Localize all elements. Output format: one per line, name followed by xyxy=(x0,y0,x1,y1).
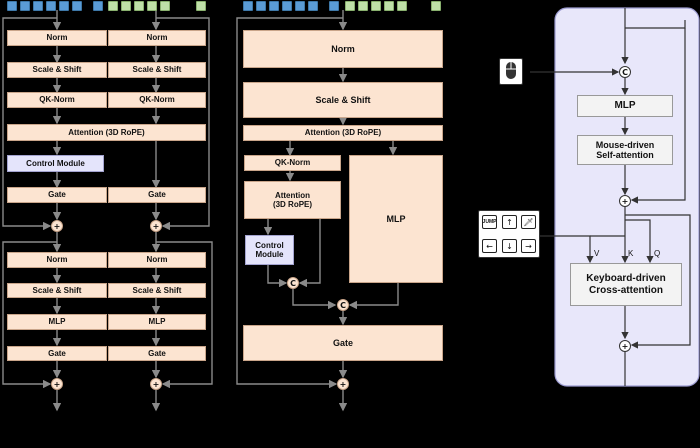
norm-block: Norm xyxy=(243,30,443,68)
token-blue xyxy=(295,1,305,11)
mouse-icon xyxy=(499,58,523,85)
attack-key: 🗡 xyxy=(521,215,536,229)
left-arrow-key: ← xyxy=(482,239,497,253)
scale-shift-block: Scale & Shift xyxy=(7,62,107,78)
control-module-block: Control Module xyxy=(7,155,104,172)
mlp-block: MLP xyxy=(7,314,107,330)
keyboard-driven-cross-attention-block: Keyboard-driven Cross-attention xyxy=(570,263,682,306)
scale-shift-block: Scale & Shift xyxy=(108,62,206,78)
qk-norm-block: QK-Norm xyxy=(108,92,206,108)
mouse-driven-self-attention-block: Mouse-driven Self-attention xyxy=(577,135,673,165)
token-blue xyxy=(243,1,253,11)
add-operator: + xyxy=(150,378,162,390)
key-label: K xyxy=(628,249,634,258)
token-green xyxy=(108,1,118,11)
token-green xyxy=(134,1,144,11)
token-blue xyxy=(308,1,318,11)
attention-3d-rope-block: Attention (3D RoPE) xyxy=(244,181,341,219)
concat-operator: C xyxy=(619,66,631,78)
token-blue xyxy=(20,1,30,11)
add-operator: + xyxy=(150,220,162,232)
token-green xyxy=(345,1,355,11)
mlp-block: MLP xyxy=(577,95,673,117)
token-blue xyxy=(7,1,17,11)
right-arrow-key: → xyxy=(521,239,536,253)
norm-block: Norm xyxy=(7,30,107,46)
scale-shift-block: Scale & Shift xyxy=(243,82,443,118)
add-operator: + xyxy=(337,378,349,390)
mlp-block: MLP xyxy=(349,155,443,283)
jump-key: JUMP xyxy=(482,215,497,229)
add-operator: + xyxy=(619,340,631,352)
norm-block: Norm xyxy=(108,252,206,268)
query-label: Q xyxy=(654,249,661,258)
token-green xyxy=(147,1,157,11)
token-blue xyxy=(93,1,103,11)
token-blue xyxy=(282,1,292,11)
down-arrow-key: ↓ xyxy=(502,239,517,253)
token-green xyxy=(358,1,368,11)
token-green xyxy=(384,1,394,11)
qk-norm-block: QK-Norm xyxy=(7,92,107,108)
add-operator: + xyxy=(619,195,631,207)
gate-block: Gate xyxy=(7,346,107,361)
norm-block: Norm xyxy=(108,30,206,46)
concat-operator: C xyxy=(287,277,299,289)
add-operator: + xyxy=(51,378,63,390)
token-blue xyxy=(329,1,339,11)
token-blue xyxy=(33,1,43,11)
token-blue xyxy=(72,1,82,11)
attention-3d-rope-block: Attention (3D RoPE) xyxy=(7,124,206,141)
token-blue xyxy=(59,1,69,11)
token-green xyxy=(397,1,407,11)
gate-block: Gate xyxy=(108,187,206,203)
token-green xyxy=(371,1,381,11)
token-blue xyxy=(46,1,56,11)
token-green xyxy=(160,1,170,11)
value-label: V xyxy=(594,249,600,258)
norm-block: Norm xyxy=(7,252,107,268)
attention-3d-rope-block: Attention (3D RoPE) xyxy=(243,125,443,141)
scale-shift-block: Scale & Shift xyxy=(7,283,107,298)
gate-block: Gate xyxy=(108,346,206,361)
up-arrow-key: ↑ xyxy=(502,215,517,229)
scale-shift-block: Scale & Shift xyxy=(108,283,206,298)
control-module-block: Control Module xyxy=(245,235,294,265)
add-operator: + xyxy=(51,220,63,232)
gate-block: Gate xyxy=(7,187,107,203)
qk-norm-block: QK-Norm xyxy=(244,155,341,171)
gate-block: Gate xyxy=(243,325,443,361)
token-green xyxy=(431,1,441,11)
keyboard-keys-panel: JUMP ↑ 🗡 ← ↓ → xyxy=(478,210,540,258)
token-blue xyxy=(269,1,279,11)
mlp-block: MLP xyxy=(108,314,206,330)
token-green xyxy=(196,1,206,11)
token-green xyxy=(121,1,131,11)
concat-operator: C xyxy=(337,299,349,311)
token-blue xyxy=(256,1,266,11)
